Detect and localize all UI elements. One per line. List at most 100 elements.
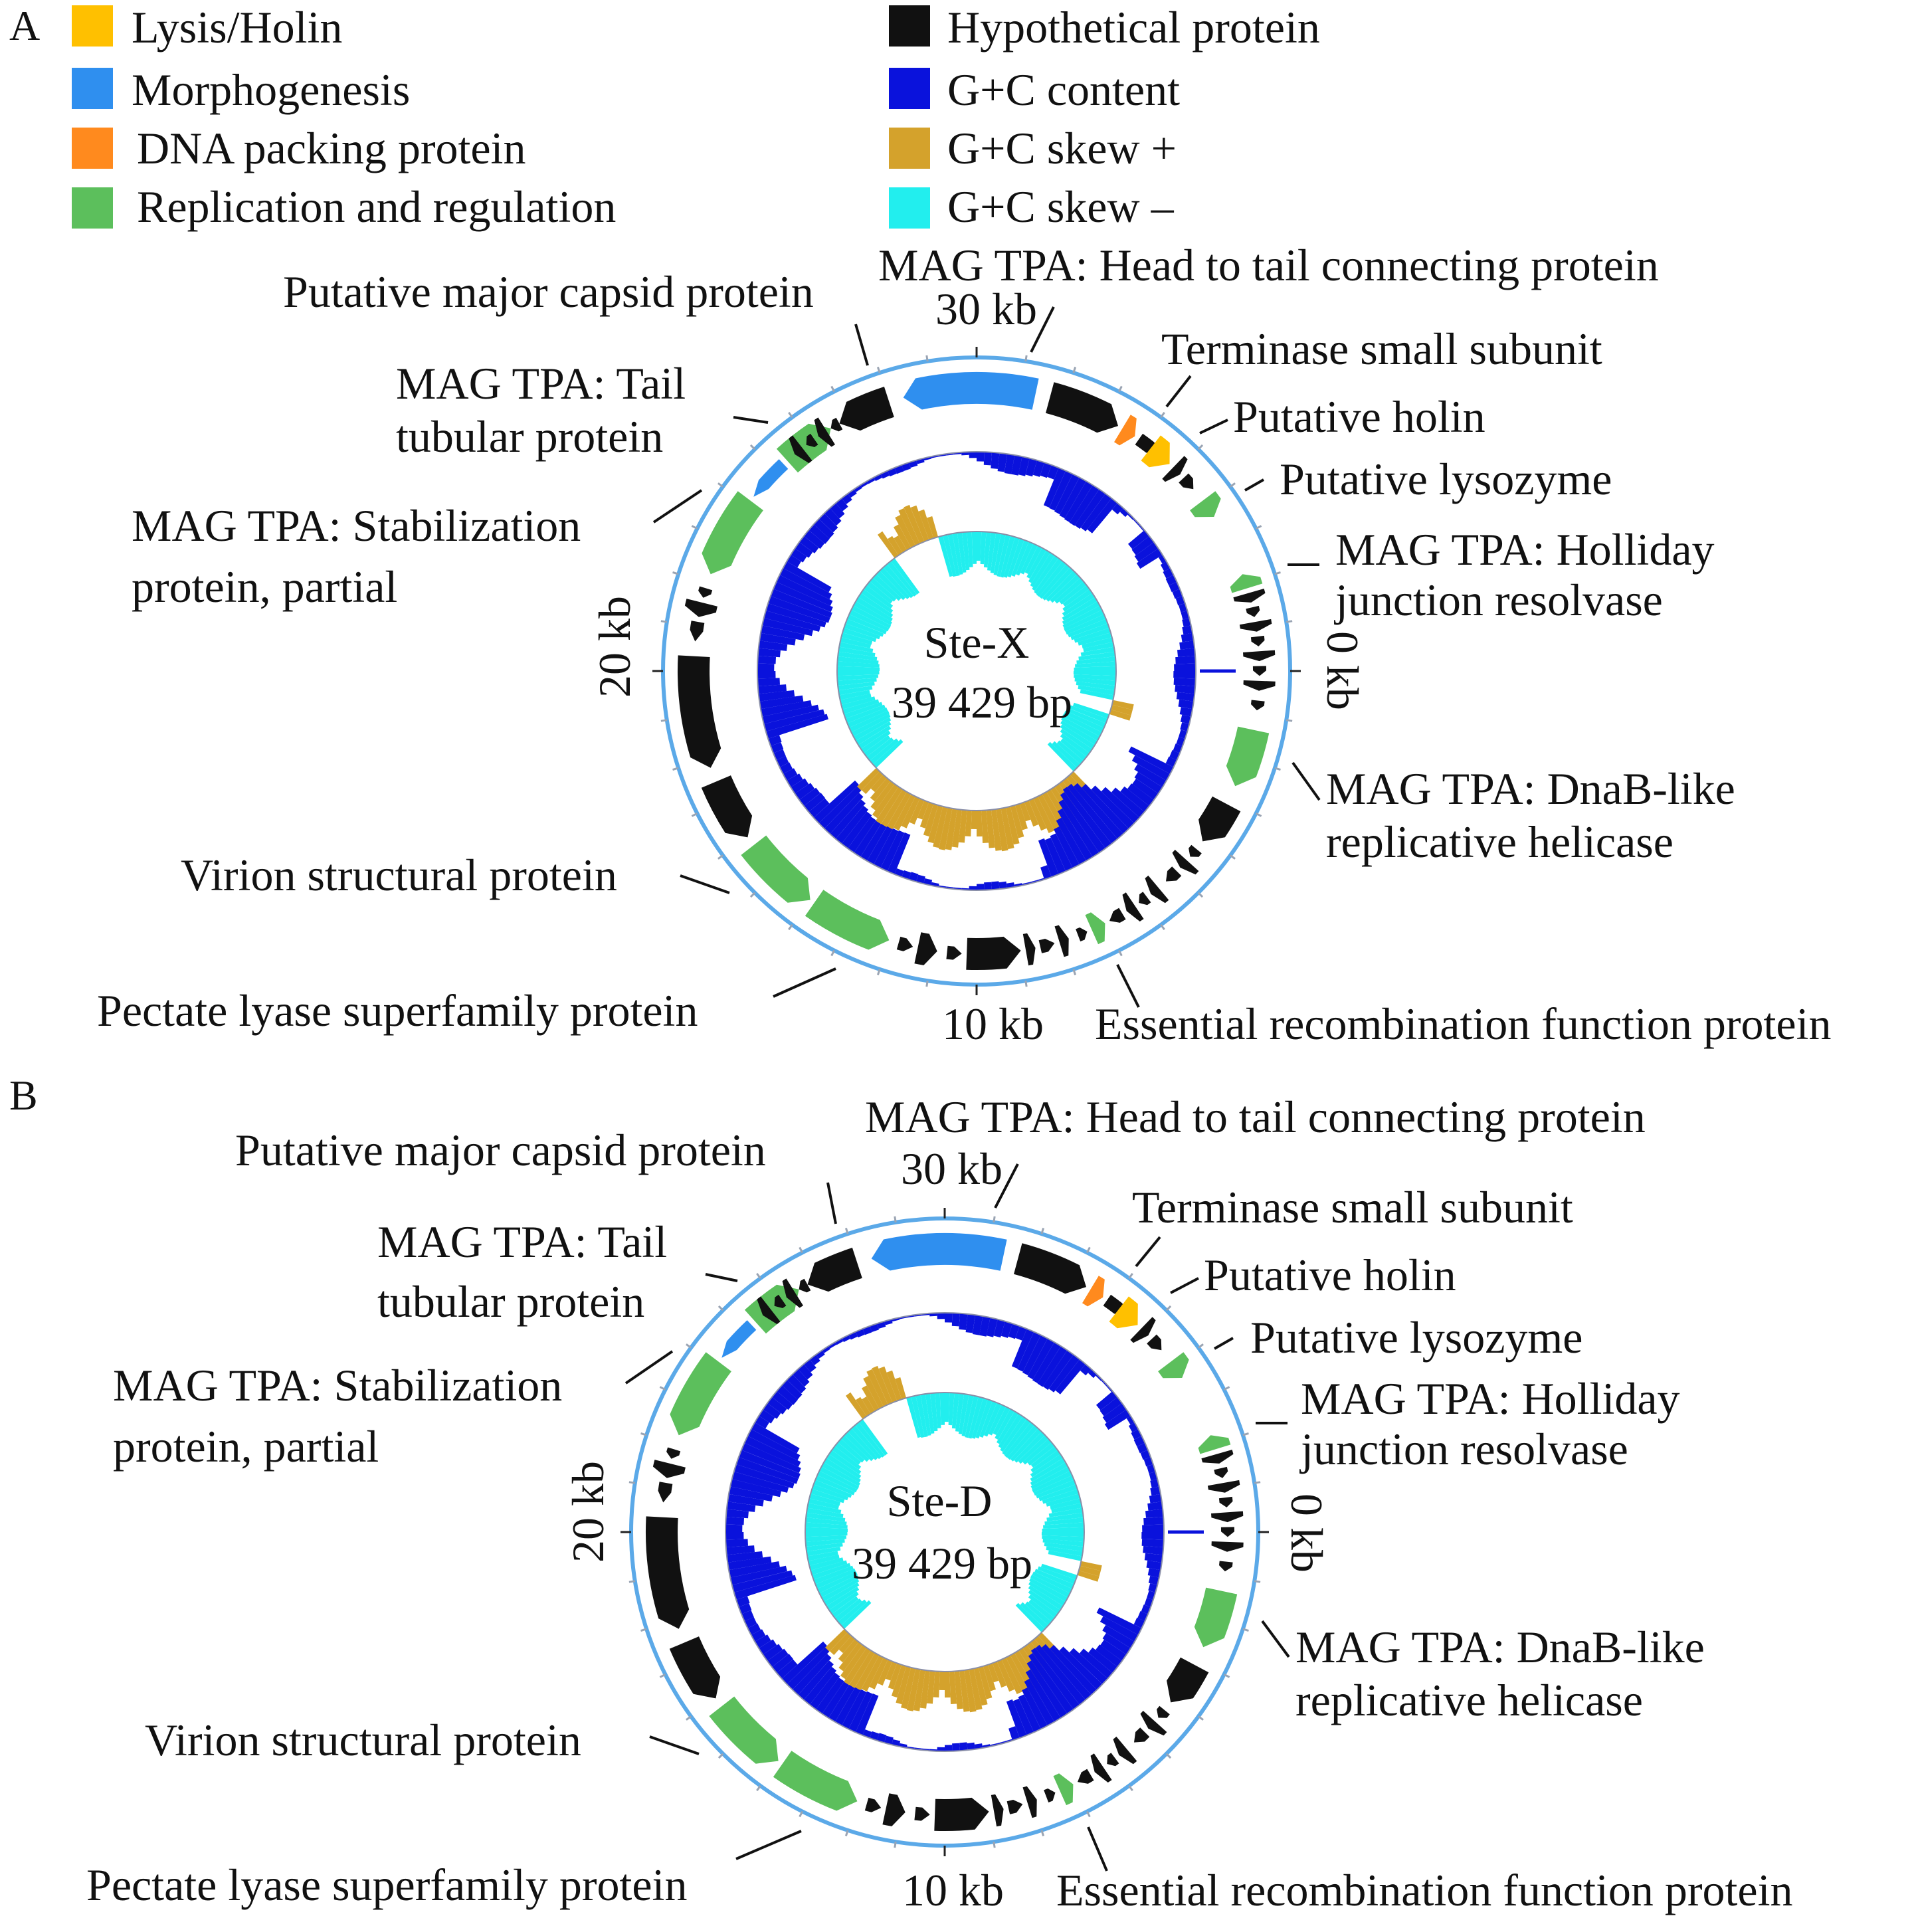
gc-content-segment: [884, 1735, 894, 1745]
gc-skew-minus-segment: [1078, 651, 1115, 660]
gc-skew-minus-segment: [1028, 550, 1051, 583]
gc-content-segment: [781, 1641, 827, 1685]
gc-skew-minus-segment: [1000, 1416, 1027, 1452]
gene-arrow-hypothetical: [1134, 1727, 1150, 1743]
gc-skew-minus-segment: [838, 1438, 865, 1463]
gene-arrow-lysis-holin: [1109, 1296, 1138, 1329]
gc-skew-minus-segment: [826, 1587, 860, 1610]
scale-label-20kb: 20 kb: [563, 1461, 613, 1563]
gc-content-segment: [738, 1450, 801, 1479]
gc-skew-plus-segment: [977, 810, 983, 837]
gene-arrow-hypothetical: [1054, 925, 1069, 957]
gene-arrow-hypothetical: [1145, 875, 1169, 904]
gc-content-segment: [1096, 1607, 1142, 1635]
gc-skew-minus-segment: [809, 1557, 844, 1571]
gene-arrow-hypothetical: [1252, 666, 1266, 676]
callout-essential-recombination: Essential recombination function protein: [1056, 1865, 1793, 1915]
gc-skew-plus-segment: [939, 807, 953, 850]
scale-tick: [799, 1246, 804, 1254]
gc-skew-plus-segment: [981, 810, 989, 843]
gc-skew-plus-segment: [1038, 794, 1062, 834]
gc-skew-minus-segment: [838, 1599, 867, 1626]
gene-arrow-hypothetical: [1167, 1657, 1209, 1703]
gc-content-segment: [1004, 454, 1015, 474]
gc-skew-minus-segment: [845, 704, 886, 724]
scale-tick: [876, 969, 881, 975]
gc-skew-plus-segment: [973, 1667, 988, 1706]
gc-content-segment: [1018, 456, 1030, 476]
gc-content-segment: [768, 735, 782, 746]
gene-arrow-hypothetical: [830, 417, 843, 432]
gc-content-segment: [803, 1666, 836, 1705]
gc-content-segment: [744, 1616, 757, 1628]
gc-content-segment: [809, 798, 830, 818]
gene-arrow-hypothetical: [864, 1797, 882, 1812]
genome-rings: [652, 347, 1301, 995]
gene-arrow-hypothetical: [1162, 456, 1188, 482]
scale-tick: [894, 1841, 897, 1848]
gc-content-segment: [759, 1409, 775, 1424]
gc-content-segment: [1169, 581, 1180, 593]
gc-content-segment: [1111, 787, 1145, 818]
gc-content-segment: [747, 1429, 801, 1460]
gc-skew-minus-segment: [817, 1470, 858, 1493]
gc-skew-minus-segment: [876, 570, 906, 601]
gc-content-segment: [923, 456, 932, 461]
gene-arrow-hypothetical: [1214, 1466, 1228, 1478]
gc-skew-plus-segment: [958, 809, 967, 843]
gc-content-segment: [977, 452, 985, 462]
gc-skew-minus-segment: [1042, 567, 1074, 601]
gc-skew-minus-segment: [872, 574, 902, 601]
scale-tick: [756, 1273, 761, 1279]
gc-skew-minus-segment: [838, 646, 876, 657]
gc-content-segment: [816, 1678, 844, 1714]
gc-content-segment: [854, 485, 862, 492]
gc-skew-plus-segment: [846, 1392, 867, 1420]
gc-skew-minus-segment: [819, 1575, 859, 1598]
gc-content-segment: [783, 768, 798, 781]
gc-content-segment: [1173, 671, 1196, 679]
gc-content-segment: [1030, 1648, 1080, 1709]
gc-skew-minus-segment: [1056, 740, 1084, 765]
gc-skew-minus-segment: [842, 628, 877, 642]
gc-skew-plus-segment: [843, 1648, 871, 1686]
callout-holliday-1: MAG TPA: Holliday: [1301, 1373, 1680, 1424]
gene-arrow-hypothetical: [684, 599, 717, 617]
gc-content-segment: [1054, 826, 1080, 868]
gc-skew-minus-segment: [866, 581, 893, 604]
gene-arrow-hypothetical: [914, 932, 937, 965]
gc-skew-minus-segment: [832, 1596, 859, 1618]
gc-skew-plus-segment: [933, 806, 948, 848]
gene-arrow-replication: [744, 1284, 799, 1334]
gene-arrow-hypothetical: [1246, 605, 1260, 617]
scale-tick: [691, 812, 698, 817]
gc-content-segment: [842, 1689, 867, 1729]
gc-skew-plus-segment: [945, 808, 957, 850]
gc-skew-plus-segment: [996, 808, 1008, 852]
scale-tick: [1165, 1305, 1172, 1311]
gc-content-segment: [841, 494, 852, 504]
gc-skew-plus-segment: [1111, 700, 1134, 710]
gc-skew-plus-segment: [1078, 1565, 1101, 1577]
gc-skew-minus-segment: [1030, 1575, 1070, 1598]
gc-content-segment: [835, 1687, 861, 1726]
gc-content-segment: [751, 1629, 766, 1642]
gc-content-segment: [787, 1647, 830, 1690]
gc-skew-minus-segment: [1050, 574, 1081, 603]
gc-skew-minus-segment: [1078, 632, 1112, 646]
gc-skew-minus-segment: [1040, 1563, 1078, 1580]
gc-skew-minus-segment: [1062, 605, 1102, 628]
gc-skew-minus-segment: [1054, 577, 1084, 604]
gc-skew-minus-segment: [930, 1393, 938, 1432]
gc-content-segment: [1025, 1669, 1061, 1722]
gene-arrow-hypothetical: [1201, 1450, 1234, 1464]
gc-skew-minus-segment: [1000, 535, 1015, 578]
gc-skew-minus-segment: [1036, 1480, 1076, 1499]
scale-tick: [1255, 525, 1262, 530]
gc-content-segment: [725, 1509, 749, 1519]
gc-content-segment: [792, 1369, 810, 1387]
gc-content-segment: [835, 1338, 844, 1345]
gc-content-segment: [828, 1685, 855, 1722]
gc-content-segment: [813, 518, 834, 539]
scale-tick: [1117, 949, 1123, 957]
